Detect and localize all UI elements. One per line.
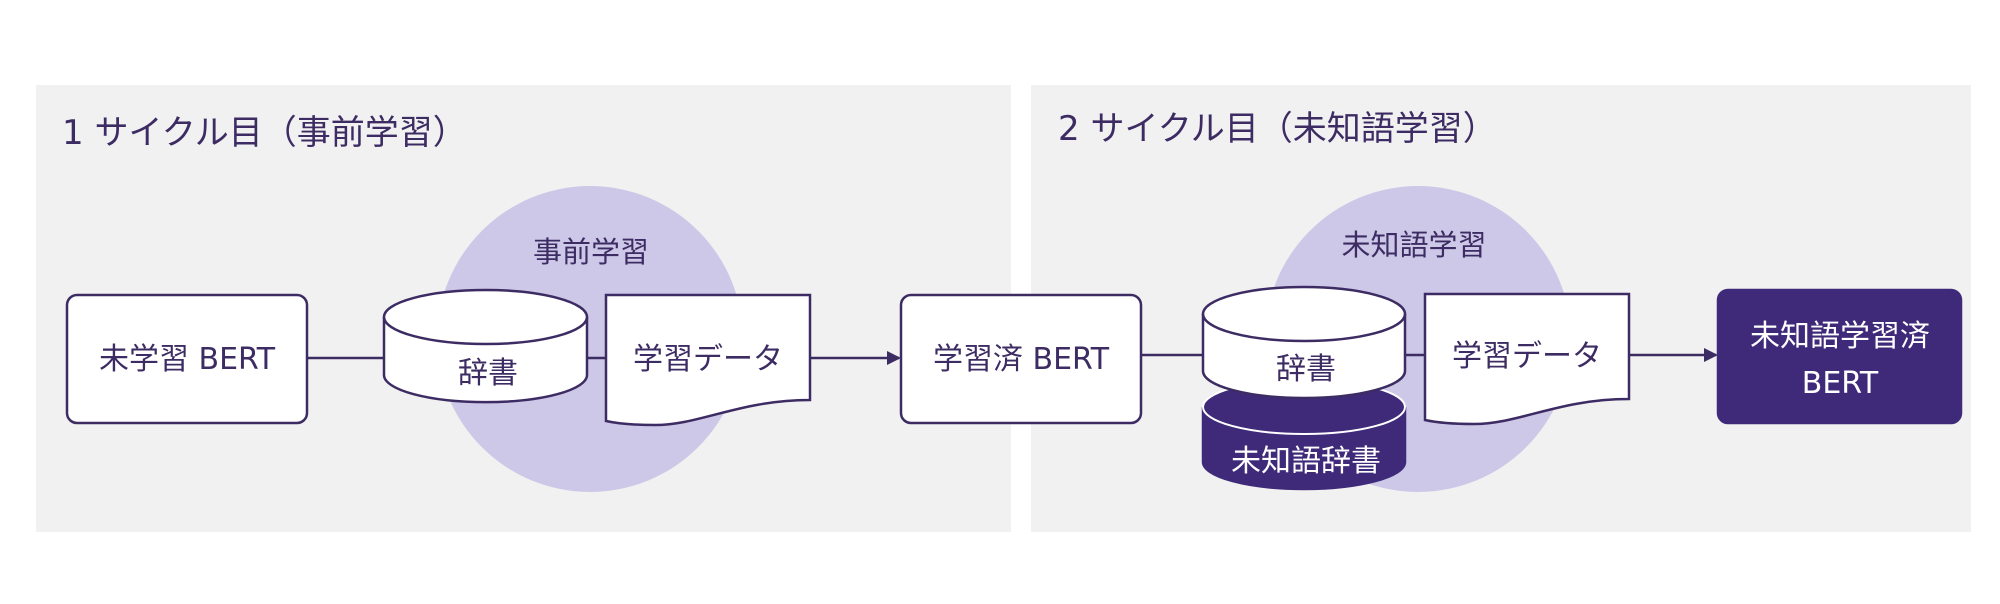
pretraining-label: 事前学習: [533, 235, 649, 269]
untrained-bert-label: 未学習 BERT: [99, 342, 276, 377]
unknown-trained-bert-label-line2: BERT: [1802, 366, 1879, 401]
training-data-document-2: [1423, 292, 1631, 426]
dictionary-cylinder-1: [382, 288, 589, 404]
training-data-1-label: 学習データ: [633, 342, 783, 377]
unknown-word-learning-label: 未知語学習: [1341, 228, 1486, 262]
cycle2-title: 2 サイクル目（未知語学習）: [1058, 109, 1497, 149]
training-data-2-label: 学習データ: [1452, 339, 1602, 374]
trained-bert-box: [899, 293, 1143, 425]
trained-bert-label: 学習済 BERT: [933, 342, 1110, 377]
dictionary-1-label: 辞書: [458, 356, 518, 391]
cycle1-title: 1 サイクル目（事前学習）: [62, 113, 467, 153]
dictionary-cylinder-2: [1201, 285, 1407, 400]
unknown-trained-bert-box: [1716, 288, 1963, 425]
untrained-bert-box: [65, 293, 309, 425]
training-data-document-1: [604, 293, 812, 427]
dictionary-2-label: 辞書: [1276, 352, 1336, 387]
unknown-word-dictionary-label: 未知語辞書: [1231, 444, 1381, 479]
unknown-trained-bert-label-line1: 未知語学習済: [1750, 319, 1930, 354]
